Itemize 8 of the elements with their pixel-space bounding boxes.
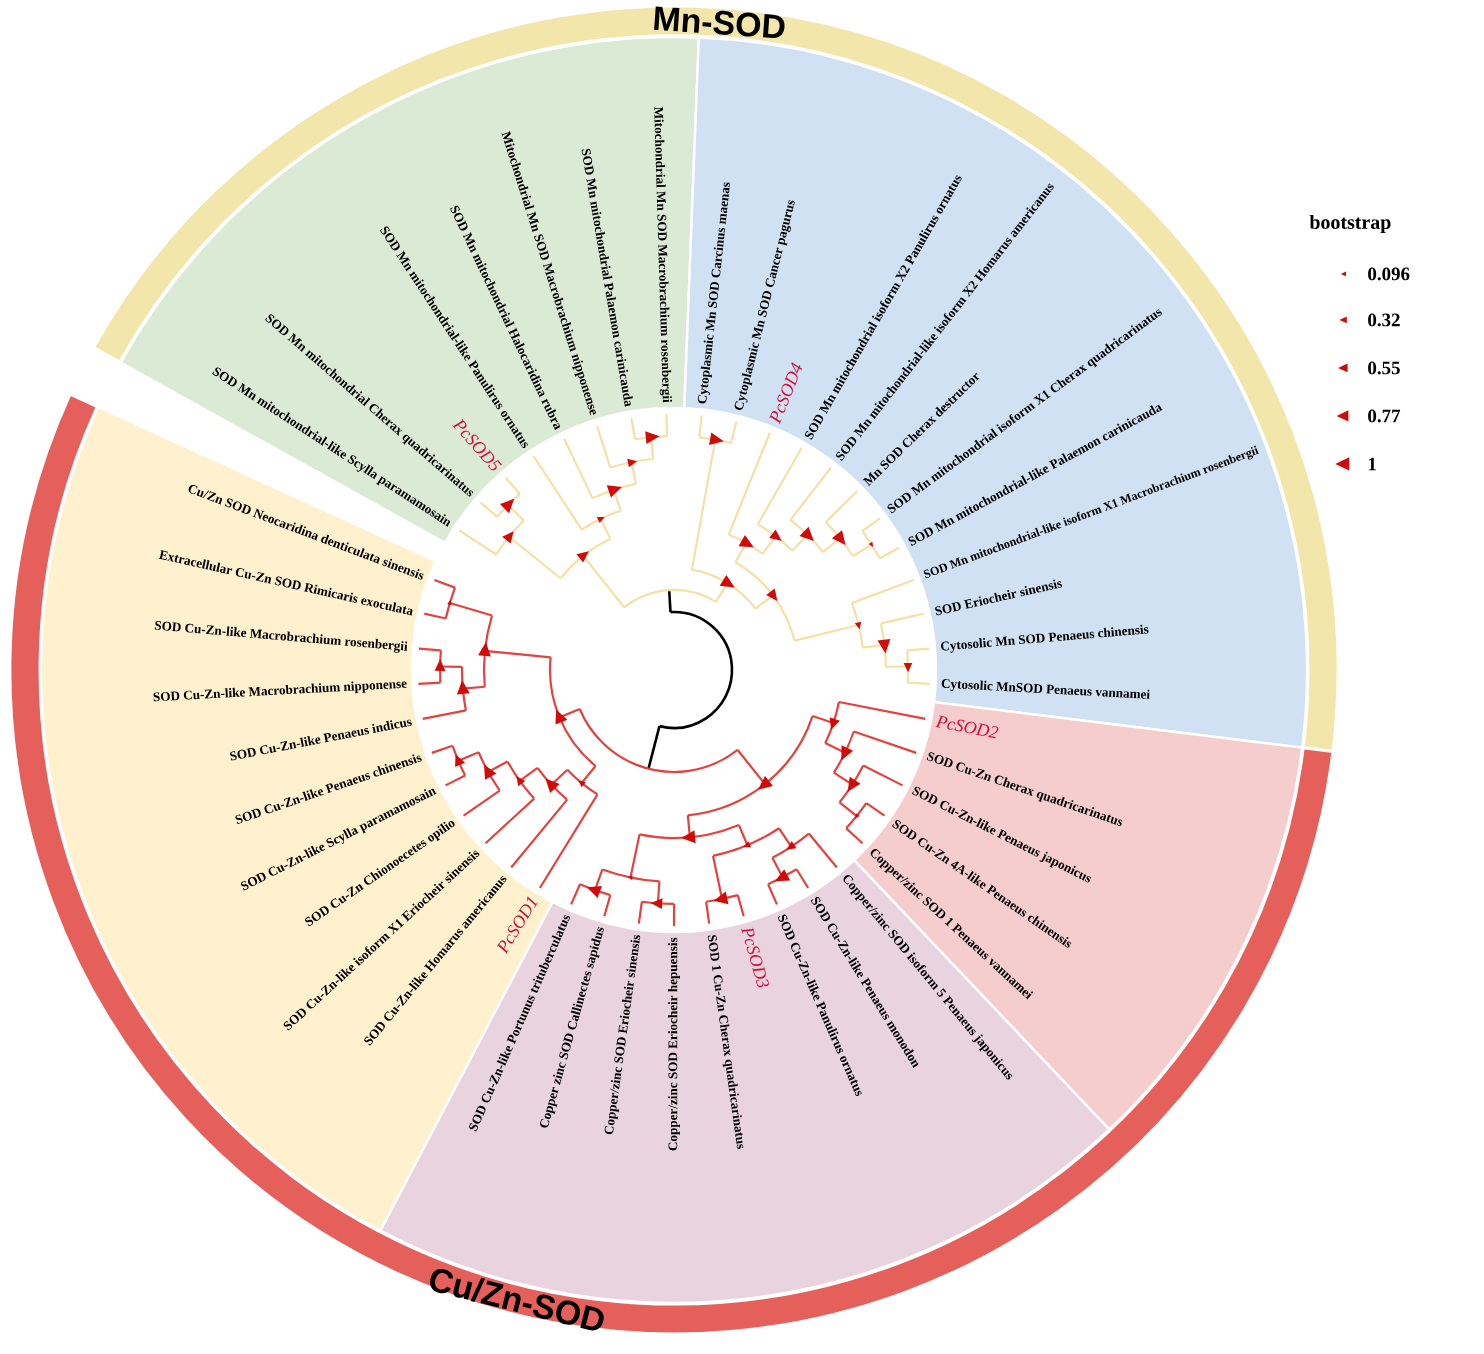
clade-sector [683,36,1308,749]
gene-label: PcSOD3 [741,927,769,988]
legend-label: 1 [1368,457,1376,471]
legend-label: 0.55 [1368,361,1400,375]
legend-label: 0.096 [1368,267,1410,281]
legend-label: 0.77 [1368,409,1401,423]
legend-label: 0.32 [1368,313,1400,327]
gene-label: PcSOD2 [935,715,999,739]
